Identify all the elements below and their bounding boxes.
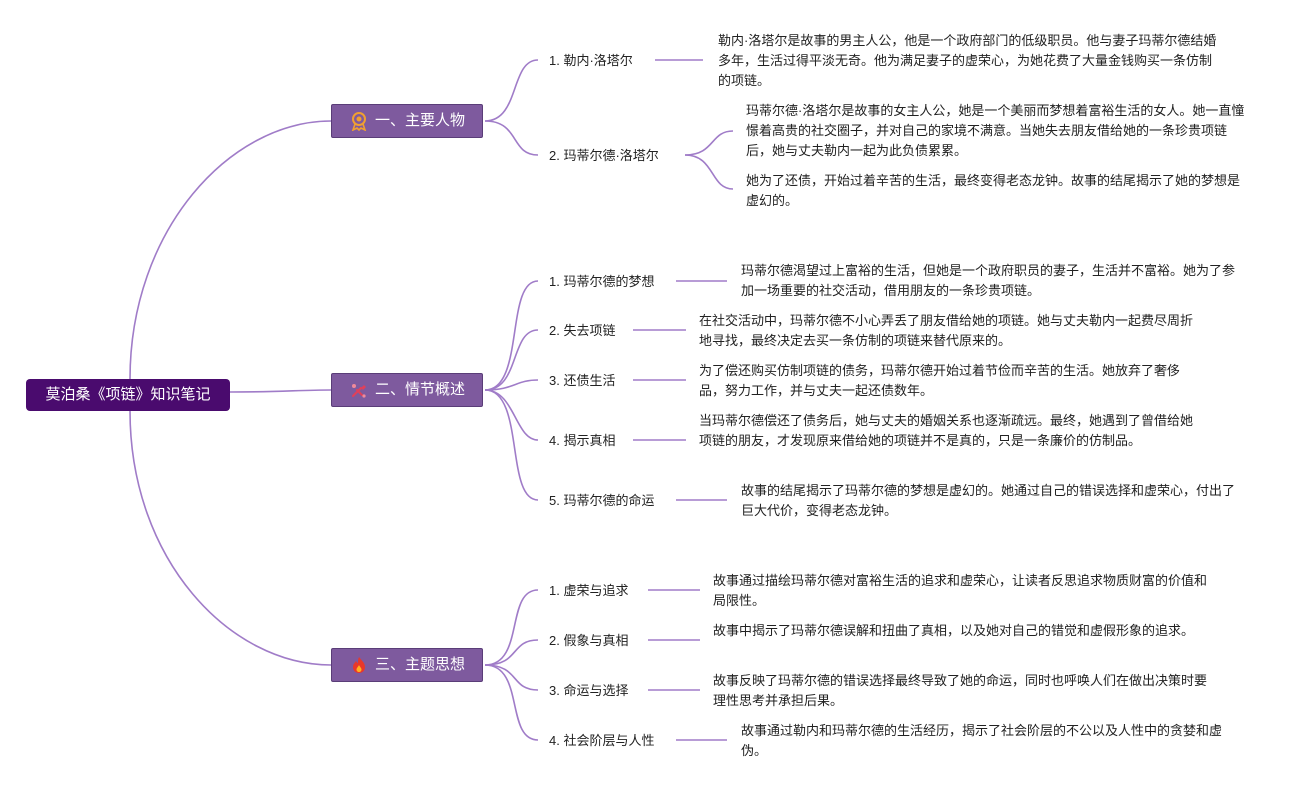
detail-text: 勒内·洛塔尔是故事的男主人公，他是一个政府部门的低级职员。他与妻子玛蒂尔德结婚多… xyxy=(718,33,1217,88)
subtopic-item[interactable]: 2. 假象与真相 xyxy=(549,633,629,648)
detail-text: 她为了还债，开始过着辛苦的生活，最终变得老态龙钟。故事的结尾揭示了她的梦想是虚幻… xyxy=(746,173,1241,208)
subtopic-item[interactable]: 1. 勒内·洛塔尔 xyxy=(549,53,633,68)
subtopic-item[interactable]: 2. 失去项链 xyxy=(549,323,616,338)
detail-text: 故事通过描绘玛蒂尔德对富裕生活的追求和虚荣心，让读者反思追求物质财富的价值和局限… xyxy=(713,573,1208,608)
link-b3-s1 xyxy=(484,589,539,666)
detail-text: 故事中揭示了玛蒂尔德误解和扭曲了真相，以及她对自己的错觉和虚假形象的追求。 xyxy=(713,623,1195,638)
tools-icon xyxy=(351,384,366,398)
detail-text: 故事通过勒内和玛蒂尔德的生活经历，揭示了社会阶层的不公以及人性中的贪婪和虚伪。 xyxy=(741,723,1223,758)
link-b2-s3 xyxy=(484,379,539,391)
link-b1-s2-leaf-b xyxy=(684,154,734,190)
link-b3-s2 xyxy=(484,639,539,666)
subtopic-item[interactable]: 3. 命运与选择 xyxy=(549,683,629,698)
link-b3-s4 xyxy=(484,664,539,741)
detail-text: 在社交活动中，玛蒂尔德不小心弄丢了朋友借给她的项链。她与丈夫勒内一起费尽周折地寻… xyxy=(699,313,1194,348)
link-b2-s2 xyxy=(484,329,539,391)
subtopic-item[interactable]: 4. 揭示真相 xyxy=(549,433,616,448)
subtopic-item[interactable]: 2. 玛蒂尔德·洛塔尔 xyxy=(549,148,659,163)
branch-label: 三、主题思想 xyxy=(374,656,465,673)
detail-text: 故事的结尾揭示了玛蒂尔德的梦想是虚幻的。她通过自己的错误选择和虚荣心，付出了巨大… xyxy=(741,483,1236,518)
root-node-label: 莫泊桑《项链》知识笔记 xyxy=(45,386,211,403)
link-b2-s1 xyxy=(484,280,539,391)
subtopic-item[interactable]: 1. 玛蒂尔德的梦想 xyxy=(549,274,655,289)
link-root-branch1 xyxy=(129,120,332,380)
branch-label: 二、情节概述 xyxy=(374,381,465,398)
detail-text: 为了偿还购买仿制项链的债务，玛蒂尔德开始过着节俭而辛苦的生活。她放弃了奢侈品，努… xyxy=(699,363,1181,398)
link-b2-s5 xyxy=(484,389,539,501)
flame-icon xyxy=(352,657,365,673)
root-node[interactable]: 莫泊桑《项链》知识笔记 xyxy=(26,379,230,411)
link-root-branch3 xyxy=(129,410,332,666)
branch-label: 一、主要人物 xyxy=(374,112,465,129)
branch-plot-summary[interactable]: 二、情节概述 xyxy=(331,373,483,407)
detail-text: 故事反映了玛蒂尔德的错误选择最终导致了她的命运，同时也呼唤人们在做出决策时要理性… xyxy=(713,673,1208,708)
branch-theme[interactable]: 三、主题思想 xyxy=(331,648,483,682)
detail-text: 当玛蒂尔德偿还了债务后，她与丈夫的婚姻关系也逐渐疏远。最终，她遇到了曾借给她项链… xyxy=(699,413,1194,448)
subtopic-item[interactable]: 1. 虚荣与追求 xyxy=(549,583,629,598)
link-b1-s2-leaf-a xyxy=(684,130,734,156)
detail-text: 玛蒂尔德渴望过上富裕的生活，但她是一个政府职员的妻子，生活并不富裕。她为了参加一… xyxy=(741,263,1236,298)
subtopic-item[interactable]: 5. 玛蒂尔德的命运 xyxy=(549,493,655,508)
branch-main-characters[interactable]: 一、主要人物 xyxy=(331,104,483,138)
subtopic-item[interactable]: 4. 社会阶层与人性 xyxy=(549,733,655,748)
link-b3-s3 xyxy=(484,664,539,691)
link-root-branch2 xyxy=(229,389,332,393)
award-ribbon-icon xyxy=(351,112,367,131)
link-b1-s1 xyxy=(484,59,539,122)
subtopic-item[interactable]: 3. 还债生活 xyxy=(549,373,616,388)
detail-text: 玛蒂尔德·洛塔尔是故事的女主人公，她是一个美丽而梦想着富裕生活的女人。她一直憧憬… xyxy=(746,103,1245,158)
link-b1-s2 xyxy=(484,120,539,156)
